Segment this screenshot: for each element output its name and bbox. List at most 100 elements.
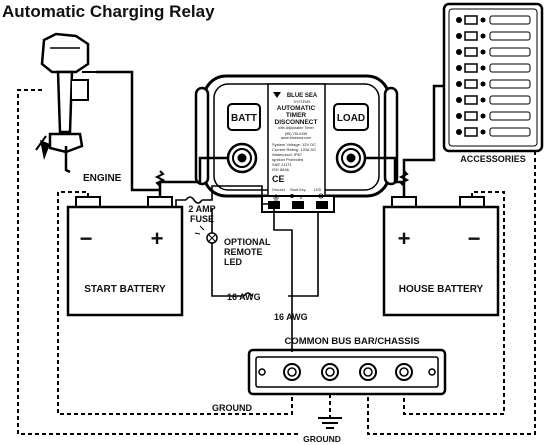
- panel-switch-rows: [456, 15, 531, 137]
- panel-label-slot: [489, 79, 531, 89]
- panel-fuse-icon: [456, 33, 462, 39]
- chassis-ground-icon: [318, 417, 342, 429]
- led-label-line2: REMOTE: [224, 247, 263, 257]
- start-battery-fuse-icon: [154, 170, 166, 187]
- ce-mark: CE: [272, 174, 285, 184]
- ground-bottom-label: GROUND: [303, 434, 341, 444]
- awg-label-a: 16 AWG: [227, 292, 261, 302]
- panel-label-slot: [489, 31, 531, 41]
- panel-switch-icon: [464, 63, 478, 73]
- led-label-line3: LED: [224, 257, 243, 267]
- panel-indicator-icon: [480, 129, 486, 135]
- relay-ground-wire: [273, 208, 293, 352]
- house-battery-fuse-icon: [398, 170, 410, 187]
- panel-indicator-icon: [480, 81, 486, 87]
- panel-switch-icon: [464, 127, 478, 137]
- bus-stud-icon: [359, 363, 377, 381]
- panel-switch-row: [456, 95, 531, 105]
- device-spec-4: Ignition Protected: [272, 157, 303, 162]
- batt-terminal-badge: BATT: [227, 103, 261, 131]
- device-name-line2: TIMER: [286, 112, 307, 119]
- panel-indicator-icon: [480, 97, 486, 103]
- batt-label: BATT: [231, 113, 257, 124]
- fuse-label-line2: FUSE: [190, 214, 214, 224]
- panel-fuse-icon: [456, 81, 462, 87]
- house-battery: + − HOUSE BATTERY: [382, 196, 500, 317]
- start-battery: − + START BATTERY: [66, 196, 184, 317]
- term-start-label: Start Key: [290, 188, 306, 192]
- diagram-title: Automatic Charging Relay: [2, 2, 215, 21]
- load-terminal-badge: LOAD: [333, 103, 369, 131]
- device-spec-5: SAE J1171: [272, 162, 292, 167]
- awg-label-b: 16 AWG: [274, 312, 308, 322]
- fuse-and-led-wires: [175, 185, 268, 207]
- panel-switch-row: [456, 79, 531, 89]
- bus-stud-icon: [283, 363, 301, 381]
- bus-bar-studs: [283, 363, 413, 381]
- load-label: LOAD: [337, 113, 365, 124]
- start-battery-label: START BATTERY: [84, 284, 166, 295]
- batt-stud-icon: [226, 142, 258, 174]
- panel-indicator-icon: [480, 33, 486, 39]
- panel-fuse-icon: [456, 17, 462, 23]
- remote-led-icon: [194, 208, 319, 297]
- key-symbol-icon: [293, 195, 303, 199]
- panel-switch-icon: [464, 95, 478, 105]
- panel-label-slot: [489, 111, 531, 121]
- panel-fuse-icon: [456, 129, 462, 135]
- panel-fuse-icon: [456, 49, 462, 55]
- device-spec-6: ISO 8846: [272, 167, 290, 172]
- panel-switch-icon: [464, 15, 478, 25]
- panel-switch-row: [456, 47, 531, 57]
- positive-wires: [96, 70, 444, 197]
- panel-switch-row: [456, 63, 531, 73]
- house-battery-label: HOUSE BATTERY: [399, 284, 484, 295]
- panel-switch-row: [456, 111, 531, 121]
- panel-switch-icon: [464, 47, 478, 57]
- fuse-label-line1: 2 AMP: [188, 204, 215, 214]
- panel-switch-row: [456, 31, 531, 41]
- panel-label-slot: [489, 47, 531, 57]
- device-label-plate: BLUE SEA SYSTEMS AUTOMATIC TIMER DISCONN…: [272, 92, 324, 201]
- panel-label-slot: [489, 15, 531, 25]
- panel-switch-icon: [464, 79, 478, 89]
- load-stud-icon: [335, 142, 367, 174]
- panel-fuse-icon: [456, 65, 462, 71]
- device-name-sub: with Adjustable Timer: [278, 126, 315, 130]
- device-brand: BLUE SEA: [287, 93, 318, 99]
- start-plus-symbol: +: [151, 226, 164, 251]
- panel-fuse-icon: [456, 113, 462, 119]
- engine-label: ENGINE: [83, 173, 122, 184]
- panel-switch-icon: [464, 111, 478, 121]
- outboard-engine-icon: [35, 32, 96, 174]
- start-minus-symbol: −: [80, 226, 93, 251]
- panel-indicator-icon: [480, 65, 486, 71]
- bus-stud-icon: [321, 363, 339, 381]
- device-spec-3: Waterproof: IP67: [272, 152, 303, 157]
- accessories-label: ACCESSORIES: [460, 154, 526, 164]
- bus-bar-label: COMMON BUS BAR/CHASSIS: [284, 336, 419, 347]
- panel-label-slot: [489, 127, 531, 137]
- device-name-line1: AUTOMATIC: [277, 105, 316, 112]
- brand-logo-icon: [273, 92, 281, 98]
- panel-label-slot: [489, 63, 531, 73]
- device-name-line3: DISCONNECT: [275, 119, 318, 126]
- ground-left-label: GROUND: [212, 403, 252, 413]
- device-part-number: (55) 7814159: [285, 132, 308, 136]
- house-minus-symbol: −: [468, 226, 481, 251]
- led-label-line1: OPTIONAL: [224, 237, 271, 247]
- common-bus-bar: [247, 348, 447, 396]
- ground-symbol-icon: [273, 194, 279, 201]
- panel-switch-row: [456, 127, 531, 137]
- led-sun-icon: [318, 193, 324, 199]
- panel-label-slot: [489, 95, 531, 105]
- panel-switch-row: [456, 15, 531, 25]
- house-plus-symbol: +: [398, 226, 411, 251]
- device-spec-2: Current Rating: 120A DC: [272, 147, 316, 152]
- negative-dashed-wires: [17, 89, 536, 435]
- device-brand-sub: SYSTEMS: [294, 100, 311, 104]
- device-spec-1: System Voltage: 12V DC: [272, 142, 316, 147]
- panel-fuse-icon: [456, 97, 462, 103]
- device-website: www.bluesea.com: [281, 136, 312, 140]
- panel-switch-icon: [464, 31, 478, 41]
